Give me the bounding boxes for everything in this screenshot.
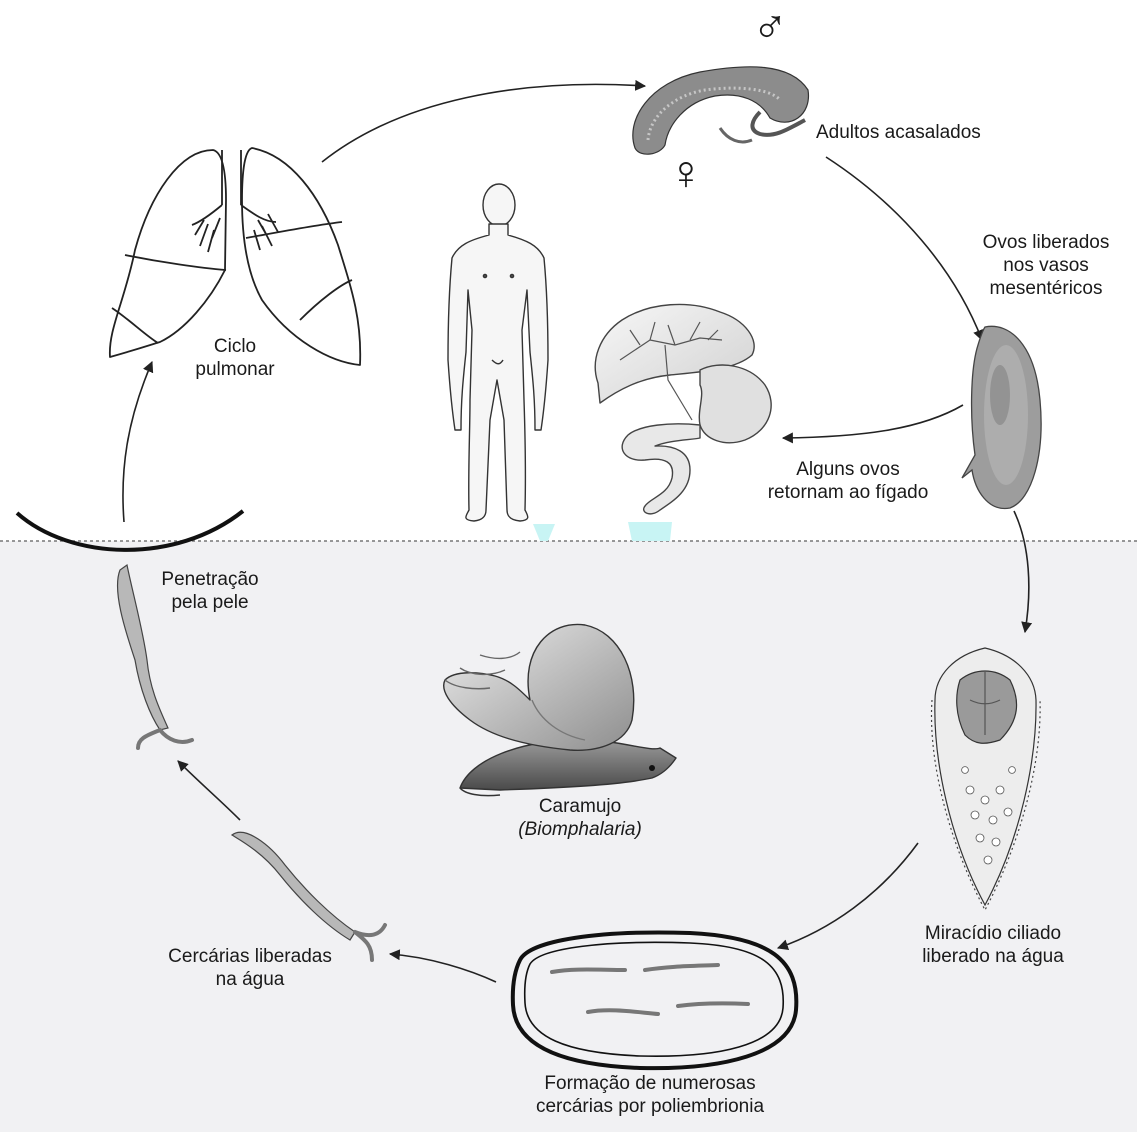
label-cercariae-line-2: na água <box>140 968 360 991</box>
surface-accent <box>628 522 672 541</box>
egg-illustration <box>962 326 1041 508</box>
label-eggs-line-1: Ovos liberados <box>966 231 1126 254</box>
label-lung-cycle: Ciclo pulmonar <box>170 335 300 381</box>
label-cercariae-line-1: Cercárias liberadas <box>140 945 360 968</box>
female-symbol: ♀ <box>668 148 704 200</box>
label-eggs: Ovos liberados nos vasos mesentéricos <box>966 231 1126 300</box>
label-liver-line-1: Alguns ovos <box>748 458 948 481</box>
label-polyembryony-line-2: cercárias por poliembrionia <box>490 1095 810 1118</box>
label-polyembryony-line-1: Formação de numerosas <box>490 1072 810 1095</box>
label-miracidium: Miracídio ciliado liberado na água <box>908 922 1078 968</box>
male-symbol: ♂ <box>752 2 788 54</box>
lungs-illustration <box>110 148 360 365</box>
label-liver-return: Alguns ovos retornam ao fígado <box>748 458 948 504</box>
label-eggs-line-2: nos vasos <box>966 254 1126 277</box>
label-eggs-line-3: mesentéricos <box>966 277 1126 300</box>
arrow-skin-to-lung <box>123 362 152 522</box>
human-body-illustration <box>448 184 548 521</box>
label-polyembryony: Formação de numerosas cercárias por poli… <box>490 1072 810 1118</box>
label-miracidium-line-1: Miracídio ciliado <box>908 922 1078 945</box>
label-adults: Adultos acasalados <box>816 121 981 144</box>
label-skin-penetration: Penetração pela pele <box>145 568 275 614</box>
arrow-eggs-to-liver <box>783 405 963 438</box>
label-snail-genus: (Biomphalaria) <box>480 818 680 841</box>
label-lung-line-2: pulmonar <box>170 358 300 381</box>
mated-adult-worms-illustration <box>633 67 809 154</box>
label-cercariae-released: Cercárias liberadas na água <box>140 945 360 991</box>
label-snail: Caramujo (Biomphalaria) <box>480 795 680 841</box>
label-skin-line-2: pela pele <box>145 591 275 614</box>
label-lung-line-1: Ciclo <box>170 335 300 358</box>
arrow-lung-to-adults <box>322 84 645 162</box>
label-liver-line-2: retornam ao fígado <box>748 481 948 504</box>
surface-accent <box>533 524 555 541</box>
label-skin-line-1: Penetração <box>145 568 275 591</box>
label-miracidium-line-2: liberado na água <box>908 945 1078 968</box>
arrow-adults-to-eggs <box>826 157 982 340</box>
label-snail-name: Caramujo <box>480 795 680 818</box>
liver-intestine-illustration <box>595 304 771 513</box>
